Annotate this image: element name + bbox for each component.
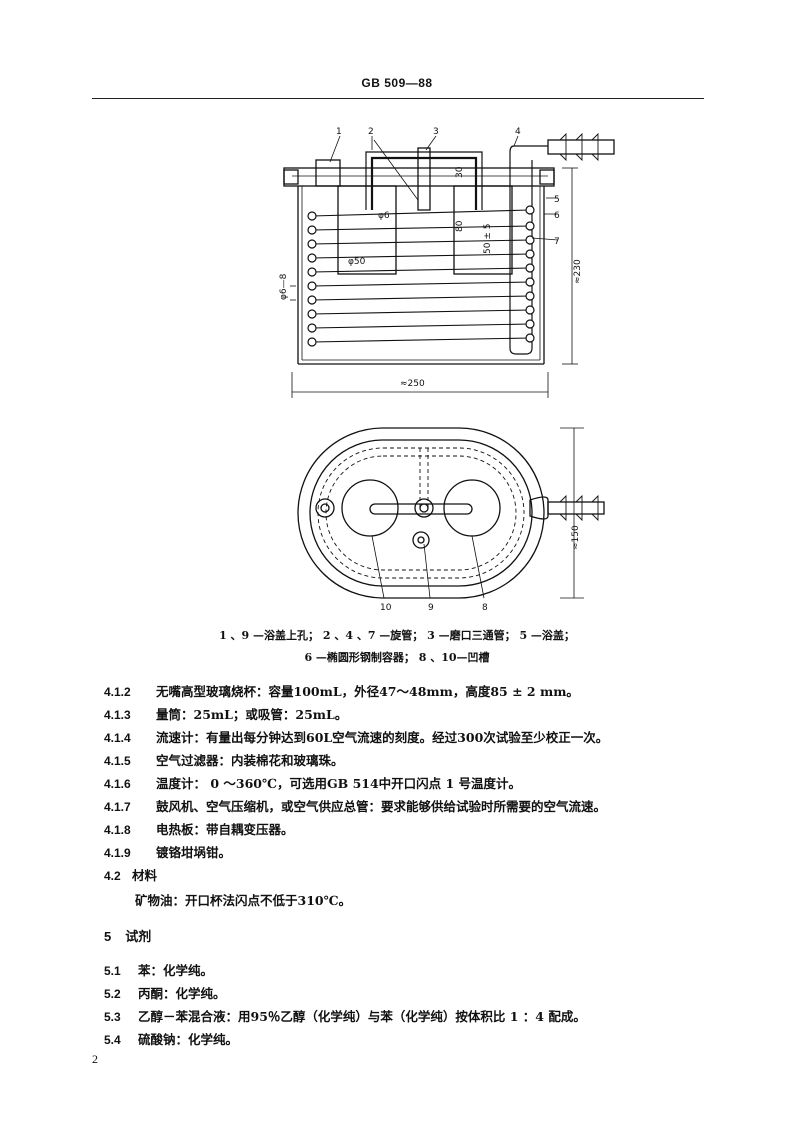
item-number: 4.1.3: [104, 708, 131, 722]
materials-number: 4.2: [104, 869, 121, 883]
tube-diameter: φ6: [378, 211, 390, 221]
section-5-heading: 5 试剂: [104, 926, 151, 945]
item-number: 5.1: [104, 964, 121, 978]
depth-80-dimension: 80: [455, 220, 465, 232]
height-dimension: ≈230: [573, 259, 583, 284]
section-number: 5: [104, 929, 112, 944]
list-item: 4.1.6 温度计： 0 ～360℃，可选用GB 514中开口闪点 1 号温度计。: [104, 775, 521, 793]
part-9-label: 9: [428, 603, 434, 613]
list-item: 5.4 硫酸钠：化学纯。: [104, 1031, 238, 1049]
item-text: 丙酮：化学纯。: [138, 986, 226, 1001]
materials-text: 矿物油：开口杯法闪点不低于310℃。: [135, 893, 352, 908]
item-text: 空气过滤器：内装棉花和玻璃珠。: [156, 753, 344, 768]
part-10-label: 10: [380, 603, 392, 613]
part-2-label: 2: [368, 127, 374, 137]
item-text: 镀铬坩埚钳。: [156, 845, 232, 860]
page-header: GB 509—88: [361, 76, 433, 90]
item-number: 5.4: [104, 1033, 121, 1047]
item-number: 5.3: [104, 1010, 121, 1024]
part-5-label: 5: [554, 195, 560, 205]
beaker-diameter: φ50: [348, 257, 366, 267]
list-item: 4.1.5 空气过滤器：内装棉花和玻璃珠。: [104, 752, 344, 770]
part-8-label: 8: [482, 603, 488, 613]
list-item: 5.2 丙酮：化学纯。: [104, 985, 226, 1003]
item-text: 无嘴高型玻璃烧杯：容量100mL，外径47～48mm，高度85 ± 2 mm。: [156, 684, 579, 699]
part-1-label: 1: [336, 127, 342, 137]
list-item: 4.1.7 鼓风机、空气压缩机，或空气供应总管：要求能够供给试验时所需要的空气流速…: [104, 798, 606, 816]
item-number: 4.1.8: [104, 823, 131, 837]
figure-caption-line1: 1 、9 —浴盖上孔； 2 、4 、7 —旋管； 3 —磨口三通管； 5 —浴盖…: [219, 629, 575, 642]
item-number: 4.1.6: [104, 777, 131, 791]
item-text: 苯：化学纯。: [138, 963, 214, 978]
item-text: 流速计：有量出每分钟达到60L空气流速的刻度。经过300次试验至少校正一次。: [156, 730, 609, 745]
item-number: 4.1.5: [104, 754, 131, 768]
item-text: 温度计： 0 ～360℃，可选用GB 514中开口闪点 1 号温度计。: [156, 776, 522, 791]
item-text: 硫酸钠：化学纯。: [138, 1032, 239, 1047]
item-text: 乙醇－苯混合液：用95％乙醇（化学纯）与苯（化学纯）按体积比 1 ：4 配成。: [138, 1009, 586, 1024]
list-item: 4.1.8 电热板：带自耦变压器。: [104, 821, 294, 839]
list-item: 4.1.9 镀铬坩埚钳。: [104, 844, 231, 862]
header-rule: [92, 98, 704, 99]
depth-30-dimension: 30: [455, 166, 465, 178]
figure-caption-line2: 6 —椭圆形钢制容器； 8 、10—凹槽: [304, 651, 490, 664]
plan-view: [297, 427, 605, 599]
list-item: 5.3 乙醇－苯混合液：用95％乙醇（化学纯）与苯（化学纯）按体积比 1 ：4 配…: [104, 1008, 586, 1026]
item-text: 电热板：带自耦变压器。: [156, 822, 294, 837]
item-number: 4.1.4: [104, 731, 131, 745]
lid-outline: [283, 167, 555, 187]
width-dimension: ≈250: [400, 379, 425, 389]
section-title: 试剂: [125, 930, 152, 945]
list-item: 5.1 苯：化学纯。: [104, 962, 213, 980]
page-number: 2: [92, 1052, 98, 1066]
coil-rows: [311, 209, 531, 343]
part-6-label: 6: [554, 211, 560, 221]
item-number: 4.1.2: [104, 685, 131, 699]
tolerance-dimension: 50 ± 5: [483, 224, 493, 254]
materials-heading: 4.2 材料: [104, 867, 157, 885]
list-item: 4.1.3 量筒：25mL；或吸管：25mL。: [104, 706, 347, 724]
item-text: 量筒：25mL；或吸管：25mL。: [156, 707, 348, 722]
plan-height-dimension: ≈150: [571, 525, 581, 550]
part-4-label: 4: [515, 127, 521, 137]
apparatus-figure: 1 2 3 4 5 6 7 ≈250 ≈230 30 80 50 ± 5 φ6 …: [279, 127, 615, 613]
item-number: 5.2: [104, 987, 121, 1001]
part-7-label: 7: [554, 237, 560, 247]
item-text: 鼓风机、空气压缩机，或空气供应总管：要求能够供给试验时所需要的空气流速。: [156, 799, 607, 814]
side-diameter: φ6—8: [279, 273, 289, 300]
list-item: 4.1.4 流速计：有量出每分钟达到60L空气流速的刻度。经过300次试验至少校正…: [104, 729, 608, 747]
part-3-label: 3: [433, 127, 439, 137]
materials-title: 材料: [132, 868, 158, 883]
item-number: 4.1.7: [104, 800, 131, 814]
item-number: 4.1.9: [104, 846, 131, 860]
list-item: 4.1.2 无嘴高型玻璃烧杯：容量100mL，外径47～48mm，高度85 ± 2…: [104, 683, 579, 701]
